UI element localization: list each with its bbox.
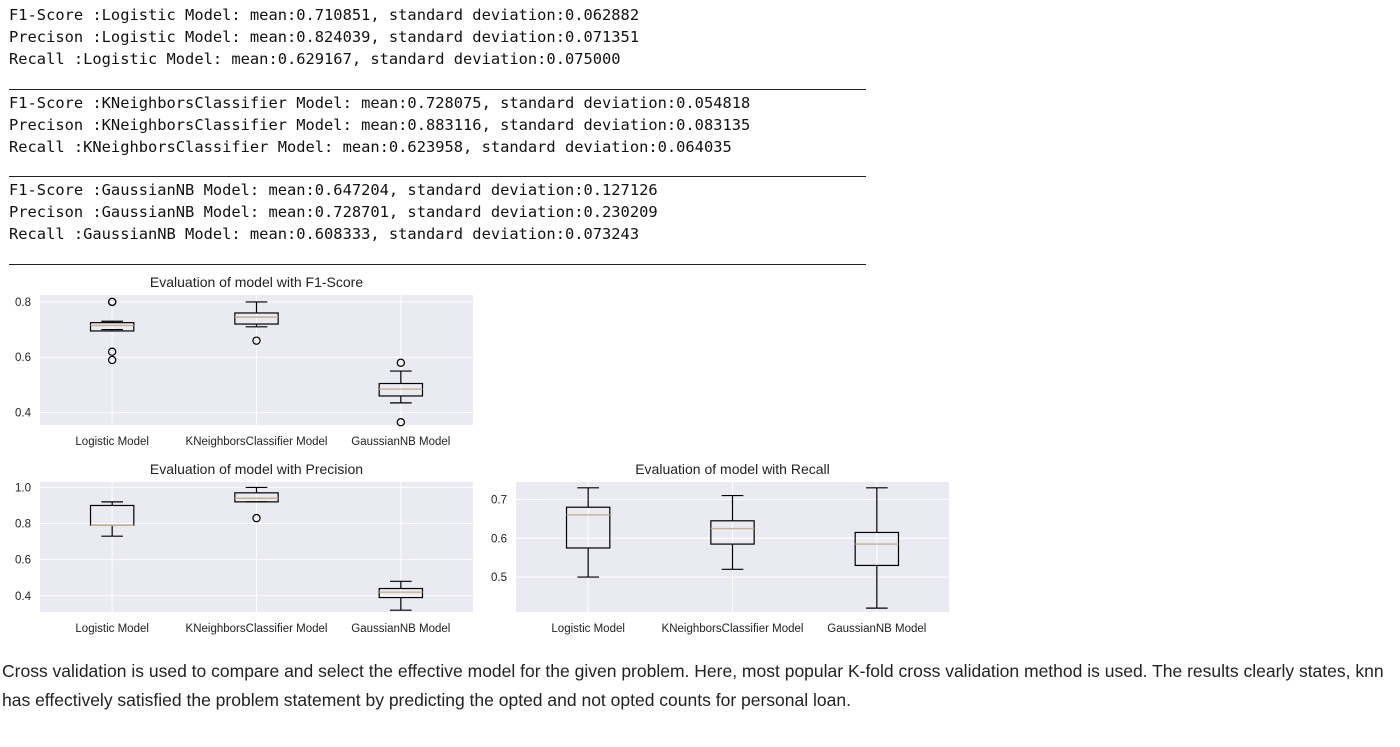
separator-rule [9, 264, 866, 265]
x-tick-label: GaussianNB Model [827, 623, 926, 635]
y-tick-label: 0.5 [491, 572, 507, 584]
x-tick-label: Logistic Model [75, 623, 149, 635]
f1-score-boxplot: Evaluation of model with F1-Score 0.4 0.6 0… [0, 270, 480, 455]
box-iqr [234, 492, 279, 503]
output-line-precision-gnb: Precison :GaussianNB Model: mean:0.72870… [9, 203, 658, 221]
y-tick-label: 1.0 [15, 482, 31, 494]
output-line-f1-logistic: F1-Score :Logistic Model: mean:0.710851,… [9, 6, 640, 24]
x-tick-label: Logistic Model [551, 623, 625, 635]
x-tick-label: KNeighborsClassifier Model [186, 436, 328, 448]
output-line-recall-gnb: Recall :GaussianNB Model: mean:0.608333,… [9, 225, 640, 243]
chart-title: Evaluation of model with F1-Score [150, 274, 363, 290]
outlier-point [107, 297, 117, 307]
y-tick-label: 0.6 [491, 533, 507, 545]
box-iqr [854, 531, 900, 567]
x-tick-label: KNeighborsClassifier Model [186, 623, 328, 635]
output-line-precision-knn: Precison :KNeighborsClassifier Model: me… [9, 116, 751, 134]
box-iqr [710, 520, 755, 545]
y-tick-label: 0.6 [15, 555, 31, 567]
separator-rule [9, 89, 866, 90]
output-line-f1-gnb: F1-Score :GaussianNB Model: mean:0.64720… [9, 181, 658, 199]
outlier-point [107, 347, 117, 356]
x-tick-label: GaussianNB Model [351, 436, 450, 448]
output-line-precision-logistic: Precison :Logistic Model: mean:0.824039,… [9, 28, 640, 46]
output-line-recall-knn: Recall :KNeighborsClassifier Model: mean… [9, 138, 732, 156]
output-line-f1-knn: F1-Score :KNeighborsClassifier Model: me… [9, 94, 751, 112]
recall-boxplot: Evaluation of model with Recall 0.5 0.6 0.7… [476, 457, 956, 642]
y-tick-label: 0.4 [15, 408, 32, 420]
y-tick-label: 0.8 [15, 519, 31, 531]
box-iqr [89, 322, 135, 332]
x-tick-label: Logistic Model [75, 436, 149, 448]
x-tick-label: KNeighborsClassifier Model [662, 623, 804, 635]
x-tick-label: GaussianNB Model [351, 623, 450, 635]
outlier-point [252, 336, 261, 345]
chart-title: Evaluation of model with Precision [150, 461, 363, 477]
y-tick-label: 0.4 [15, 591, 32, 603]
precision-boxplot: Evaluation of model with Precision 0.4 0.6… [0, 457, 480, 642]
output-line-recall-logistic: Recall :Logistic Model: mean:0.629167, s… [9, 50, 621, 68]
y-tick-label: 0.7 [491, 494, 507, 506]
outlier-point [396, 418, 406, 427]
box-iqr [234, 312, 279, 325]
outlier-point [252, 513, 261, 523]
outlier-point [107, 355, 117, 365]
box-iqr [378, 587, 424, 599]
explanation-paragraph: Cross validation is used to compare and … [2, 661, 1384, 710]
chart-title: Evaluation of model with Recall [635, 461, 830, 477]
y-tick-label: 0.8 [15, 297, 31, 309]
outlier-point [396, 358, 406, 367]
y-tick-label: 0.6 [15, 352, 31, 364]
box-iqr [565, 506, 611, 549]
separator-rule [9, 176, 866, 177]
